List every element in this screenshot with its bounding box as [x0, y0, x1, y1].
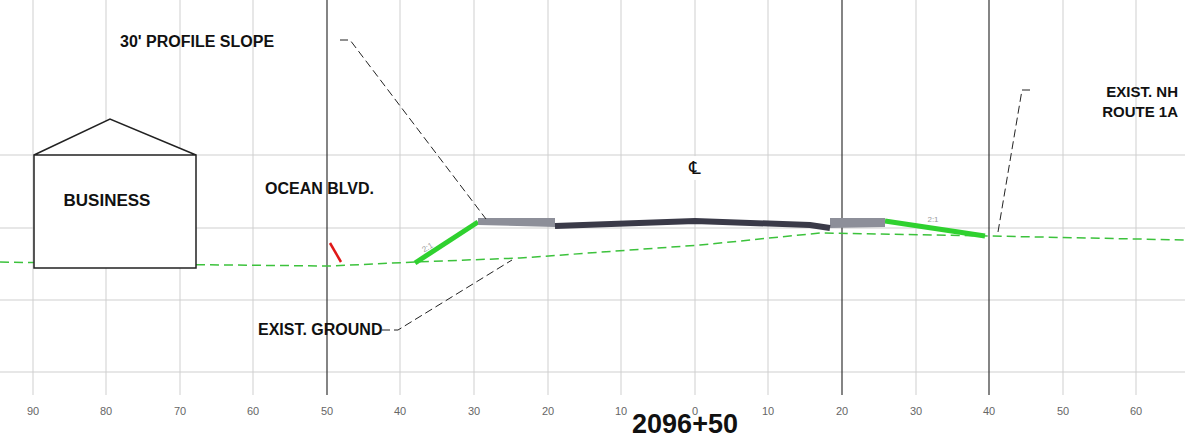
axis-number: 60: [1130, 405, 1142, 417]
callout-label: EXIST. GROUND: [258, 321, 382, 339]
callout-label: 30' PROFILE SLOPE: [120, 33, 274, 51]
axis-number: 90: [27, 405, 39, 417]
axis-number: 40: [983, 405, 995, 417]
axis-number: 50: [1057, 405, 1069, 417]
building-label: BUSINESS: [64, 191, 151, 211]
building-shape: BUSINESS: [33, 118, 197, 270]
axis-number: 40: [394, 405, 406, 417]
station-label: 2096+50: [632, 409, 738, 440]
axis-number: 80: [100, 405, 112, 417]
street-label: OCEAN BLVD.: [265, 180, 374, 198]
centerline-symbol: ℄: [689, 157, 701, 179]
axis-number: 20: [542, 405, 554, 417]
slope-ratio: 2:1: [927, 215, 938, 224]
axis-number: 70: [174, 405, 186, 417]
axis-number: 10: [762, 405, 774, 417]
axis-number: 50: [321, 405, 333, 417]
axis-number: 60: [247, 405, 259, 417]
callout-label: EXIST. NH ROUTE 1A: [1060, 82, 1178, 123]
axis-number: 20: [836, 405, 848, 417]
axis-number: 30: [468, 405, 480, 417]
axis-number: 10: [615, 405, 627, 417]
axis-number: 30: [910, 405, 922, 417]
